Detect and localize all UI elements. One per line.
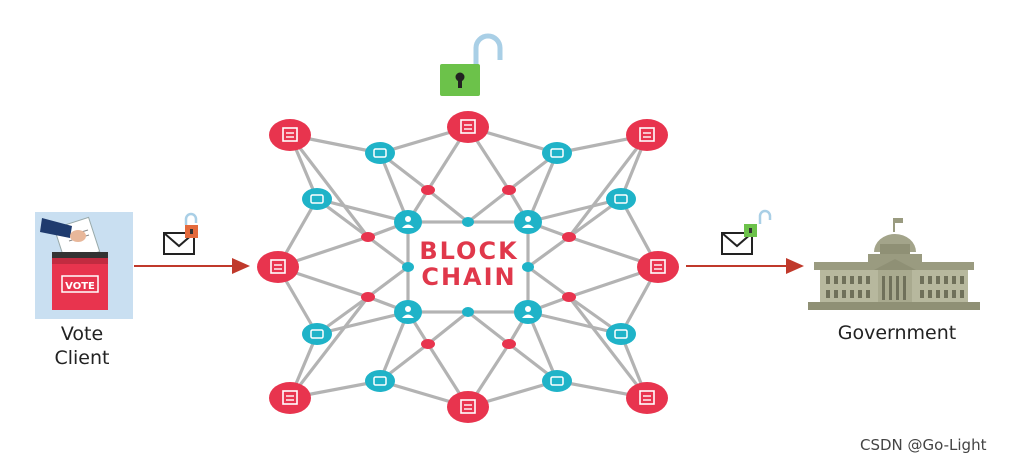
vote-client-label-line1: Vote xyxy=(60,323,104,345)
teal-node xyxy=(606,188,636,210)
teal-node xyxy=(302,323,332,345)
arrow-to-government xyxy=(686,258,804,274)
red-nodes xyxy=(257,111,679,423)
envelope-unlocked-icon xyxy=(721,209,772,255)
red-node xyxy=(269,382,311,414)
red-node xyxy=(447,391,489,423)
teal-node xyxy=(365,142,395,164)
user-node xyxy=(514,300,542,324)
red-node xyxy=(626,119,668,151)
teal-node xyxy=(302,188,332,210)
teal-nodes xyxy=(302,142,636,392)
envelope-locked-icon xyxy=(163,212,198,255)
blockchain-title-line2: CHAIN xyxy=(421,263,517,291)
user-node xyxy=(514,210,542,234)
government-building-icon xyxy=(808,218,980,310)
user-node xyxy=(394,210,422,234)
teal-node xyxy=(365,370,395,392)
vote-client-label: Vote Client xyxy=(42,322,122,370)
blockchain-title: BLOCK CHAIN xyxy=(407,238,531,290)
government-label: Government xyxy=(837,322,957,344)
user-node xyxy=(394,300,422,324)
teal-node xyxy=(542,370,572,392)
ballot-box-icon xyxy=(35,212,133,319)
user-nodes xyxy=(394,210,542,324)
red-node xyxy=(637,251,679,283)
red-node xyxy=(269,119,311,151)
small-dots xyxy=(361,185,576,349)
blockchain-title-line1: BLOCK xyxy=(419,237,519,265)
padlock-open-icon xyxy=(440,33,503,96)
red-node xyxy=(626,382,668,414)
ballot-text: VOTE xyxy=(65,281,95,292)
vote-client-label-line2: Client xyxy=(54,347,110,369)
teal-node xyxy=(542,142,572,164)
teal-node xyxy=(606,323,636,345)
red-node xyxy=(447,111,489,143)
red-node xyxy=(257,251,299,283)
watermark: CSDN @Go-Light xyxy=(860,436,987,454)
arrow-to-blockchain xyxy=(134,258,250,274)
